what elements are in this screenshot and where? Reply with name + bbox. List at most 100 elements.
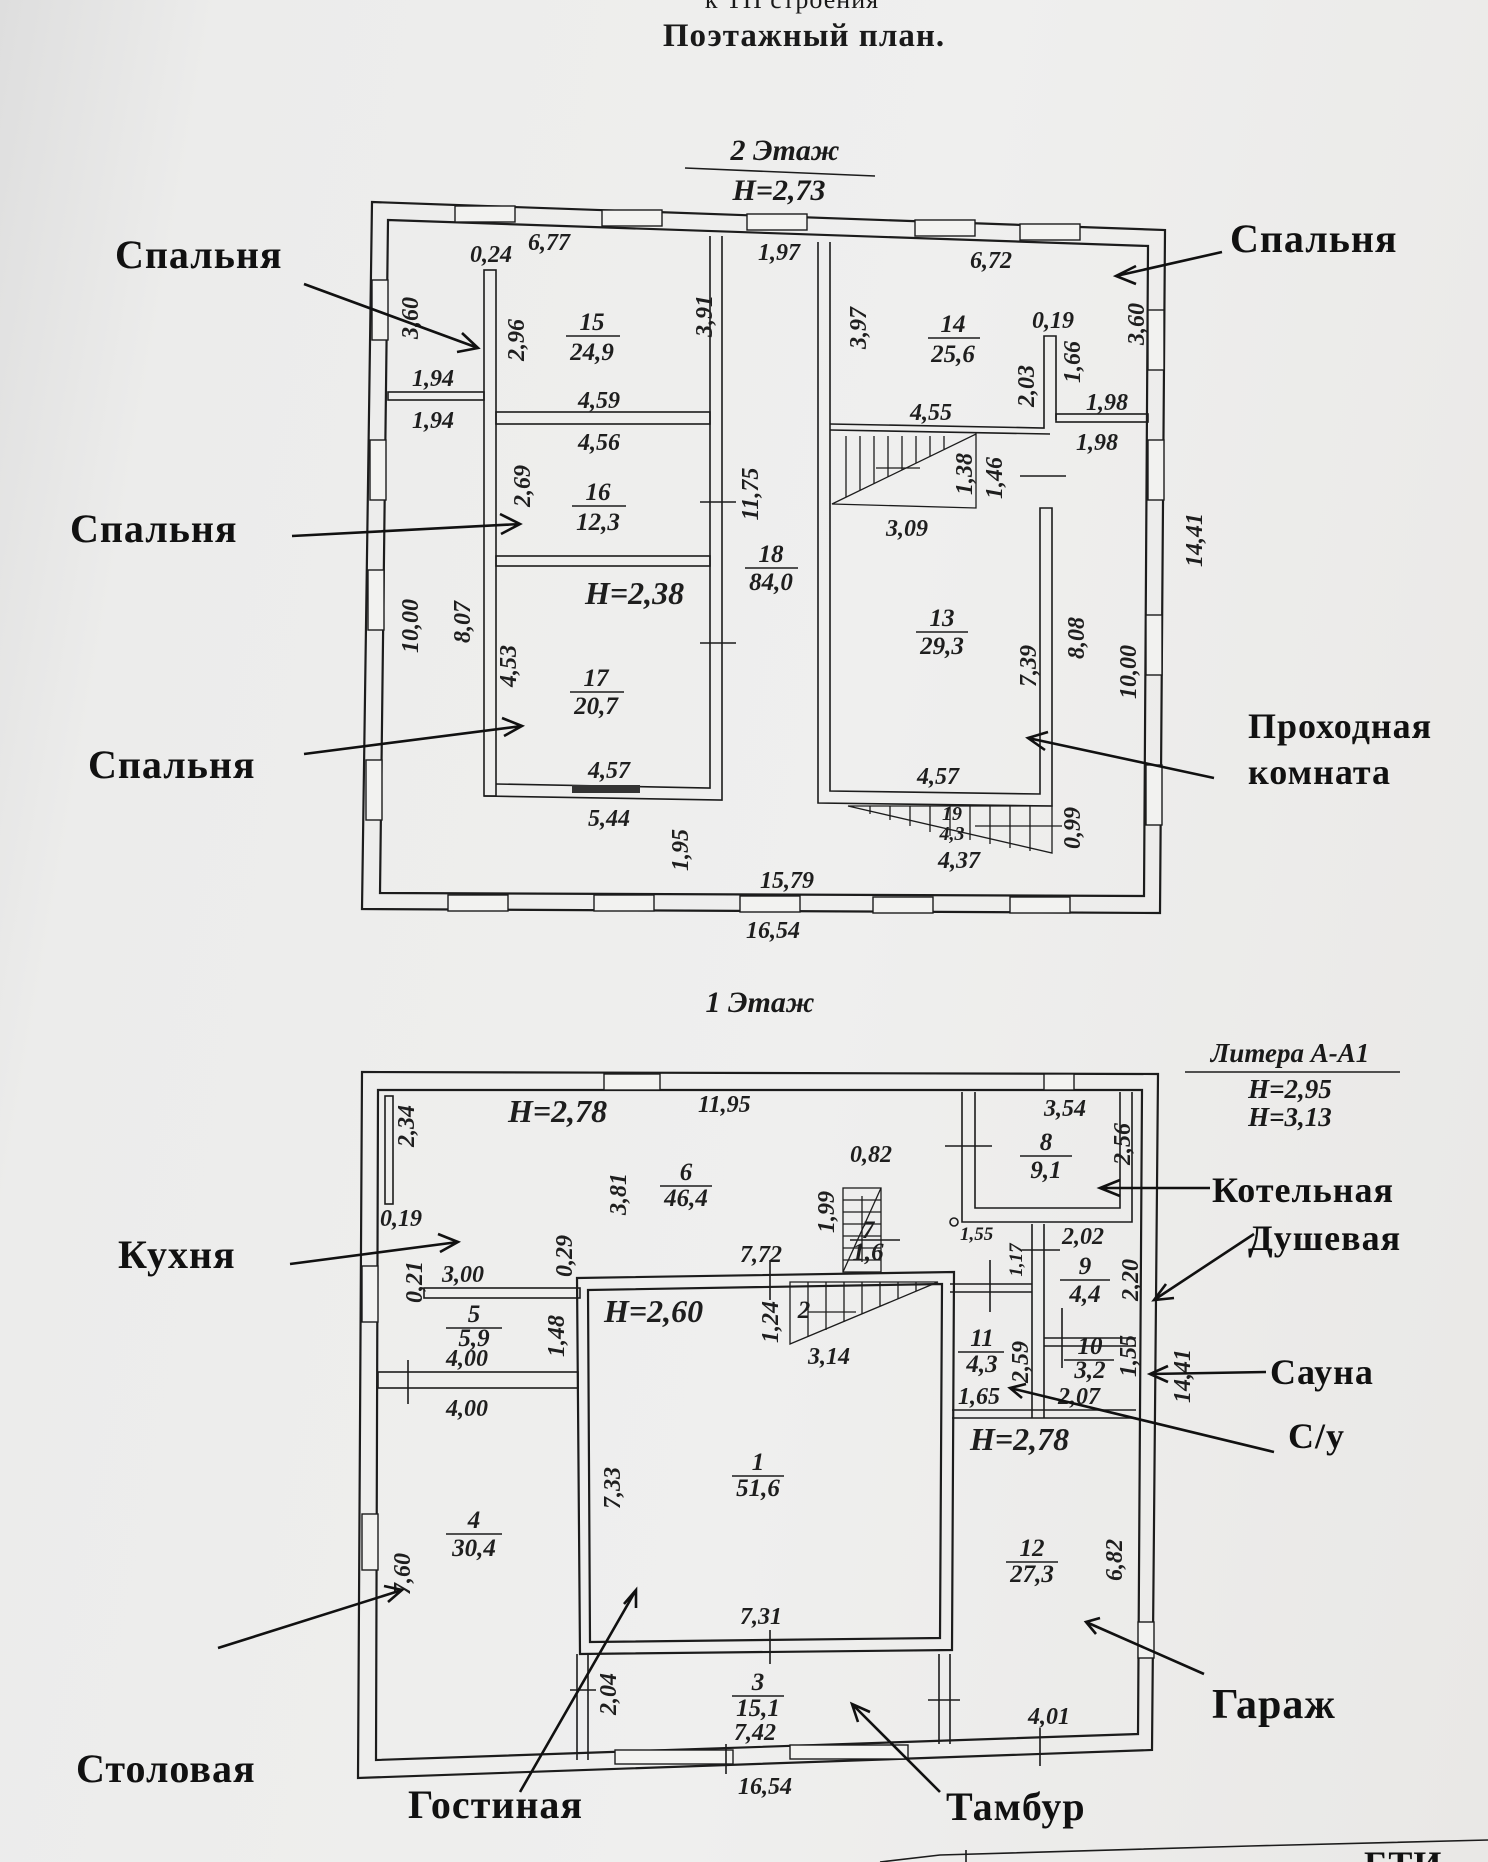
dim: 1,24: [758, 1301, 784, 1343]
callout-vestibule: Тамбур: [946, 1784, 1086, 1829]
room-5: 5 5,9: [446, 1301, 502, 1352]
dim: 2,34: [394, 1105, 420, 1148]
room-area: 3,2: [1073, 1357, 1105, 1384]
window: [1009, 896, 1071, 914]
dim: 4,00: [445, 1396, 488, 1422]
room-number: 17: [584, 665, 611, 692]
door: [572, 785, 640, 793]
dim: 3,60: [398, 297, 424, 340]
wall-partition: [483, 269, 497, 797]
room-number: 4: [467, 1507, 481, 1534]
room-7: 7 1,6: [850, 1217, 900, 1266]
dim: 4,37: [937, 848, 981, 874]
dim: 7,42: [734, 1720, 776, 1746]
callout-wc: С/у: [1288, 1416, 1345, 1456]
wall-partition: [1055, 413, 1149, 423]
dim: 7,72: [740, 1242, 782, 1268]
dim: 4,00: [445, 1346, 488, 1372]
dim: 7,39: [1016, 645, 1042, 687]
window: [914, 219, 976, 237]
room-number: 3: [751, 1669, 765, 1696]
wall-node: [949, 1217, 959, 1227]
arrow-icon: [289, 1232, 462, 1266]
callout-bedroom-bottom: Спальня: [88, 742, 256, 787]
dim: 3,00: [441, 1262, 484, 1288]
room-18: 18 84,0: [745, 541, 798, 596]
dim: 6,72: [970, 248, 1012, 274]
arrow-icon: [1146, 1364, 1267, 1384]
dim: 4,57: [587, 758, 631, 784]
dim: 2,02: [1061, 1224, 1104, 1250]
dim: 3,97: [846, 306, 872, 350]
window: [601, 209, 663, 227]
room-2: 2: [797, 1297, 811, 1324]
header-subtitle-cut: к ТП строения: [705, 0, 879, 14]
dim: 3,81: [606, 1173, 632, 1216]
room-8: 8 9,1: [1020, 1129, 1072, 1184]
dim: 8,07: [450, 600, 476, 643]
dim: 11,75: [738, 468, 764, 521]
room-number: 19: [942, 803, 962, 825]
arrow-icon: [849, 1701, 941, 1793]
dim: 4,55: [909, 400, 952, 426]
dim: 4,59: [577, 388, 620, 414]
dim: 1,94: [412, 366, 454, 392]
dim: 6,82: [1102, 1539, 1128, 1581]
arrow-icon: [1007, 1382, 1275, 1454]
dim: 3,60: [1124, 303, 1150, 346]
room-area: 4,3: [939, 823, 965, 845]
room-4: 4 30,4: [446, 1507, 502, 1562]
dim: 16,54: [746, 918, 800, 944]
room-3: 3 15,1: [732, 1669, 784, 1722]
callout-bedroom-top-left: Спальня: [115, 232, 283, 277]
dim: 3,54: [1043, 1096, 1086, 1122]
dim: 2,07: [1057, 1384, 1101, 1410]
dim: 0,21: [402, 1261, 428, 1303]
wall-partition: [495, 411, 711, 425]
window: [365, 759, 383, 821]
room-9: 9 4,4: [1060, 1253, 1110, 1308]
wall-partition: [974, 1092, 1121, 1209]
room-area: 4,3: [965, 1351, 997, 1378]
litera-label: Литера А-А1: [1210, 1038, 1369, 1068]
room-10: 10 3,2: [1064, 1333, 1114, 1384]
room-number: 12: [1020, 1535, 1045, 1562]
arrow-icon: [1083, 1616, 1205, 1676]
dim: 2,20: [1118, 1259, 1144, 1302]
room-12: 12 27,3: [1006, 1535, 1058, 1588]
window: [1043, 1073, 1075, 1091]
room-number: 5: [468, 1301, 481, 1328]
room-14: 14 25,6: [928, 311, 980, 368]
dim: 4,01: [1027, 1704, 1070, 1730]
room-number: 13: [930, 605, 955, 632]
room-number: 11: [970, 1325, 994, 1352]
wall-partition: [495, 555, 711, 567]
wall-partition: [387, 391, 485, 401]
dim: 0,19: [380, 1206, 422, 1232]
arrow-icon: [291, 512, 523, 538]
dim: 6,77: [528, 230, 571, 256]
wall-partition: [483, 236, 723, 801]
window: [1147, 439, 1165, 501]
room-number: 14: [941, 311, 966, 338]
dim: 4,56: [577, 430, 620, 456]
room-area: 4,4: [1068, 1281, 1100, 1308]
window: [361, 1265, 379, 1323]
dim: 14,41: [1170, 1349, 1196, 1403]
dim: 1,94: [412, 408, 454, 434]
dim: 1,38: [952, 453, 978, 495]
staircase-lower: [847, 805, 1062, 854]
dim: 3,09: [885, 516, 928, 542]
callout-bedroom-middle: Спальня: [70, 506, 238, 551]
window: [739, 895, 801, 913]
staircase-7: [842, 1187, 882, 1273]
dim: 10,00: [398, 599, 424, 653]
dim: 1,46: [982, 457, 1008, 499]
room-1: 1 51,6: [732, 1449, 784, 1502]
dim: 0,82: [850, 1142, 892, 1168]
window: [603, 1073, 661, 1091]
page-title: Поэтажный план.: [663, 18, 945, 54]
wall-partition: [829, 335, 1057, 429]
wall-partition: [1044, 1337, 1136, 1347]
window: [454, 205, 516, 223]
